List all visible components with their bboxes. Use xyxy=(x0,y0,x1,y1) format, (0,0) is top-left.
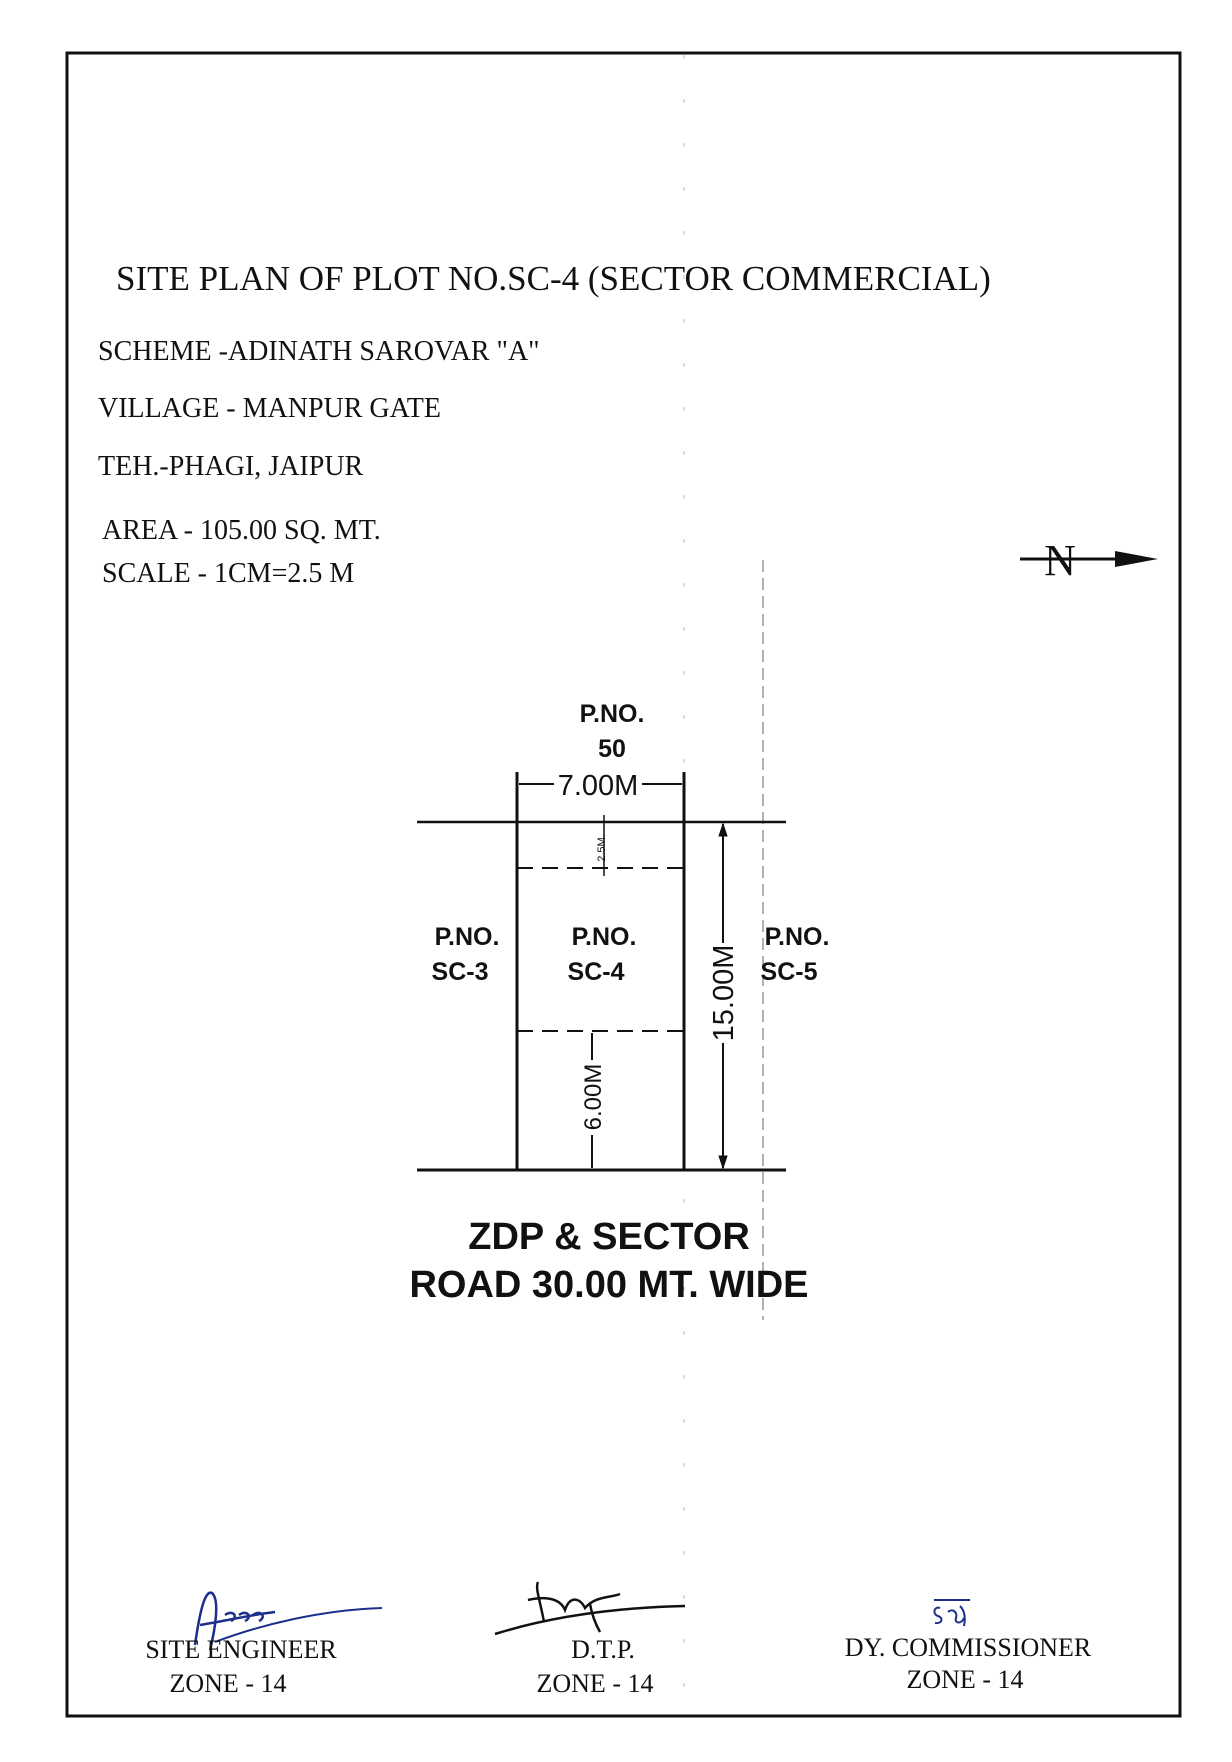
width-dimension: 7.00M xyxy=(558,770,639,802)
east-plot-number: SC-5 xyxy=(761,958,818,986)
west-plot-number: SC-3 xyxy=(432,958,489,986)
signatory-title: SITE ENGINEER xyxy=(145,1635,337,1664)
front-setback-dimension: 6.00M xyxy=(580,1064,607,1131)
plot-drawing xyxy=(417,772,786,1172)
signatory-zone: ZONE - 14 xyxy=(170,1669,287,1698)
north-plot-number: 50 xyxy=(598,735,626,763)
road-label-line1: ZDP & SECTOR xyxy=(468,1216,750,1258)
north-plot-label: P.NO. xyxy=(580,700,645,728)
rear-setback-dimension: 2.5M. xyxy=(596,834,608,862)
depth-dimension: 15.00M xyxy=(708,945,740,1042)
dtp-signature xyxy=(494,1581,686,1636)
signatory-zone: ZONE - 14 xyxy=(907,1665,1024,1694)
signatory-title: D.T.P. xyxy=(571,1635,635,1664)
area-line: AREA - 105.00 SQ. MT. xyxy=(102,515,381,546)
scale-line: SCALE - 1CM=2.5 M xyxy=(102,558,354,589)
subject-plot-label: P.NO. xyxy=(572,923,637,951)
dy-commissioner-signature xyxy=(933,1599,970,1627)
site-engineer-signature xyxy=(193,1591,383,1651)
road-label-line2: ROAD 30.00 MT. WIDE xyxy=(409,1264,808,1306)
page-border xyxy=(65,51,1182,1718)
subject-plot-number: SC-4 xyxy=(568,958,625,986)
signatory-title: DY. COMMISSIONER xyxy=(845,1633,1092,1662)
west-plot-label: P.NO. xyxy=(435,923,500,951)
document-title: SITE PLAN OF PLOT NO.SC-4 (SECTOR COMMER… xyxy=(116,259,991,298)
village-line: VILLAGE - MANPUR GATE xyxy=(98,393,441,424)
north-arrow-icon: N xyxy=(1020,536,1158,585)
signatory-zone: ZONE - 14 xyxy=(537,1669,654,1698)
east-plot-label: P.NO. xyxy=(765,923,830,951)
scheme-line: SCHEME -ADINATH SAROVAR "A" xyxy=(98,336,540,367)
tehsil-line: TEH.-PHAGI, JAIPUR xyxy=(98,451,364,482)
north-label: N xyxy=(1044,536,1076,585)
